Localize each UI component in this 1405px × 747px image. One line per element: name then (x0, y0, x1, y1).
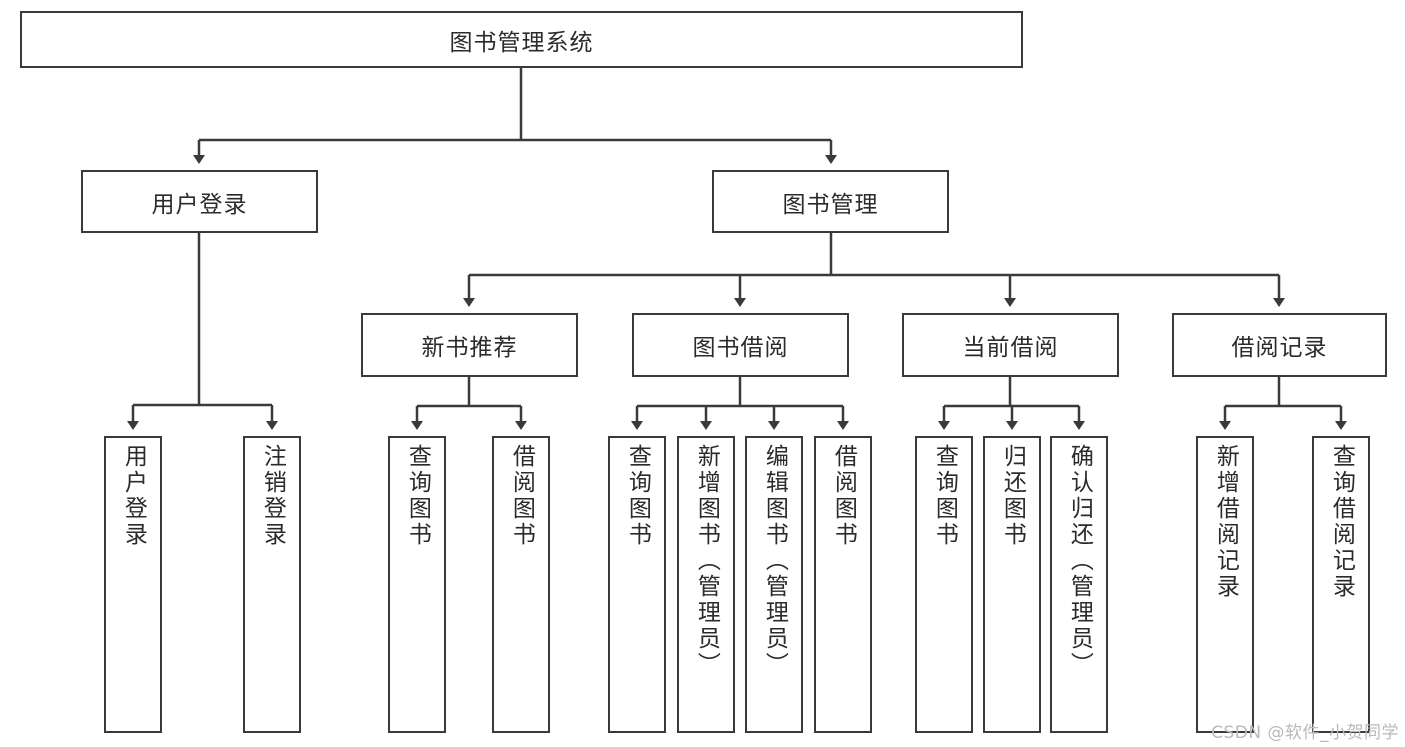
leaf-new-book-borrow-book[interactable]: 借阅图书 (492, 436, 550, 733)
node-label: 用户登录 (120, 444, 147, 548)
node-label: 图书管理 (782, 191, 879, 218)
node-label: 当前借阅 (962, 335, 1059, 361)
node-book-management[interactable]: 图书管理 (712, 170, 949, 233)
node-label: 注销登录 (259, 444, 286, 548)
node-current-borrow[interactable]: 当前借阅 (902, 313, 1119, 377)
node-user-login[interactable]: 用户登录 (81, 170, 318, 233)
leaf-book-borrow-edit-book-admin[interactable]: 编辑图书（管理员） (745, 436, 803, 733)
node-label: 借阅记录 (1231, 335, 1328, 361)
node-label: 新增借阅记录 (1212, 444, 1239, 600)
node-label: 借阅图书 (508, 444, 535, 548)
node-label: 查询图书 (931, 444, 958, 548)
leaf-current-borrow-query-book[interactable]: 查询图书 (915, 436, 973, 733)
node-label: 查询借阅记录 (1328, 444, 1355, 600)
node-root-book-management-system[interactable]: 图书管理系统 (20, 11, 1023, 68)
node-label: 确认归还（管理员） (1066, 444, 1093, 678)
node-label: 查询图书 (404, 444, 431, 548)
node-label: 用户登录 (151, 191, 248, 218)
node-label: 图书借阅 (692, 335, 789, 361)
node-label: 图书管理系统 (449, 29, 594, 56)
leaf-book-borrow-add-book-admin[interactable]: 新增图书（管理员） (677, 436, 735, 733)
leaf-current-borrow-confirm-return-admin[interactable]: 确认归还（管理员） (1050, 436, 1108, 733)
node-label: 编辑图书（管理员） (761, 444, 788, 678)
node-label: 查询图书 (624, 444, 651, 548)
node-label: 归还图书 (999, 444, 1026, 548)
leaf-book-borrow-borrow-book[interactable]: 借阅图书 (814, 436, 872, 733)
node-label: 新书推荐 (421, 335, 518, 361)
leaf-book-borrow-query-book[interactable]: 查询图书 (608, 436, 666, 733)
leaf-borrow-record-query-record[interactable]: 查询借阅记录 (1312, 436, 1370, 733)
leaf-user-login-login[interactable]: 用户登录 (104, 436, 162, 733)
leaf-borrow-record-add-record[interactable]: 新增借阅记录 (1196, 436, 1254, 733)
node-label: 借阅图书 (830, 444, 857, 548)
watermark-text: CSDN @软件_小贺同学 (1211, 723, 1399, 743)
leaf-new-book-query-book[interactable]: 查询图书 (388, 436, 446, 733)
node-label: 新增图书（管理员） (693, 444, 720, 678)
node-book-borrow[interactable]: 图书借阅 (632, 313, 849, 377)
node-borrow-record[interactable]: 借阅记录 (1172, 313, 1387, 377)
node-new-book-recommend[interactable]: 新书推荐 (361, 313, 578, 377)
leaf-user-login-logout[interactable]: 注销登录 (243, 436, 301, 733)
leaf-current-borrow-return-book[interactable]: 归还图书 (983, 436, 1041, 733)
